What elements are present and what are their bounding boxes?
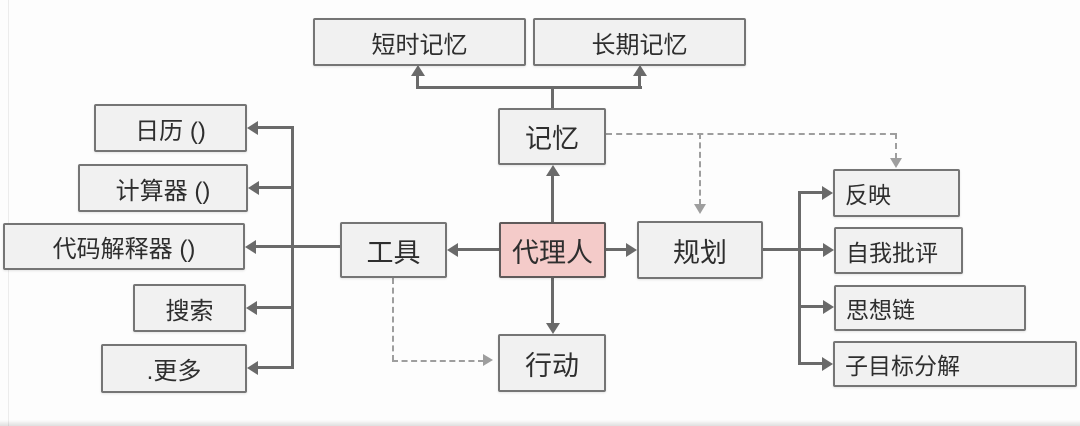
edge-memory-top-stub bbox=[551, 86, 554, 110]
arrowhead-memory bbox=[546, 165, 560, 176]
node-long-term-memory: 长期记忆 bbox=[533, 18, 746, 66]
edge-to-chain-of-thought bbox=[798, 305, 824, 308]
arrowhead-more bbox=[247, 361, 258, 375]
arrowhead-action bbox=[546, 323, 560, 334]
arrowhead-tools bbox=[447, 243, 458, 257]
arrowhead-reflection bbox=[822, 186, 833, 200]
edge-agent-planning bbox=[605, 248, 628, 251]
edge-tools-branch bbox=[293, 245, 340, 248]
dashed-memory-horizontal bbox=[606, 133, 896, 135]
node-self-criticism: 自我批评 bbox=[834, 227, 963, 274]
edge-agent-action bbox=[551, 278, 554, 324]
arrowhead-calendar bbox=[247, 121, 258, 135]
dashed-tools-horizontal bbox=[392, 360, 484, 362]
dashed-tools-vertical bbox=[392, 278, 394, 361]
node-planning: 规划 bbox=[637, 221, 763, 279]
edge-to-subgoal bbox=[798, 362, 823, 365]
dashed-arrowhead-planning bbox=[694, 204, 706, 214]
node-search: 搜索 bbox=[133, 284, 246, 332]
edge-agent-memory bbox=[551, 175, 554, 222]
node-reflection: 反映 bbox=[833, 169, 960, 217]
edge-to-calendar bbox=[256, 126, 293, 129]
node-action: 行动 bbox=[498, 334, 606, 392]
node-calendar: 日历 () bbox=[94, 104, 247, 152]
node-short-term-memory: 短时记忆 bbox=[313, 18, 526, 66]
edge-to-calculator bbox=[257, 186, 293, 189]
edge-agent-tools bbox=[456, 248, 499, 251]
arrowhead-long-term bbox=[633, 65, 647, 76]
edge-memory-top-branch bbox=[416, 86, 642, 89]
edge-to-code-interpreter bbox=[254, 245, 293, 248]
edge-to-reflection bbox=[798, 191, 823, 194]
arrowhead-self-criticism bbox=[823, 243, 834, 257]
edge-to-self-criticism bbox=[801, 248, 824, 251]
dashed-arrowhead-action bbox=[483, 354, 493, 366]
node-agent: 代理人 bbox=[499, 222, 606, 278]
node-code-interpreter: 代码解释器 () bbox=[3, 223, 245, 270]
arrowhead-code-interpreter bbox=[245, 240, 256, 254]
node-more: .更多 bbox=[101, 344, 247, 393]
edge-planning-branch bbox=[763, 248, 801, 251]
arrowhead-short-term bbox=[411, 65, 425, 76]
edge-to-long-term bbox=[638, 76, 641, 88]
dashed-to-reflection bbox=[895, 133, 897, 159]
node-subgoal-decomposition: 子目标分解 bbox=[833, 341, 1077, 387]
node-tools: 工具 bbox=[340, 222, 447, 278]
arrowhead-chain-of-thought bbox=[823, 300, 834, 314]
dashed-to-planning bbox=[699, 133, 701, 205]
dashed-arrowhead-reflection bbox=[890, 158, 902, 168]
arrowhead-search bbox=[246, 301, 257, 315]
edge-planning-spine bbox=[798, 191, 801, 365]
arrowhead-calculator bbox=[248, 181, 259, 195]
arrowhead-planning bbox=[626, 243, 637, 257]
node-calculator: 计算器 () bbox=[78, 164, 248, 212]
edge-to-more bbox=[256, 366, 293, 369]
edge-to-search bbox=[255, 306, 293, 309]
arrowhead-subgoal bbox=[822, 357, 833, 371]
photo-edge-left bbox=[8, 0, 9, 426]
node-memory: 记忆 bbox=[498, 108, 606, 165]
edge-to-short-term bbox=[416, 76, 419, 88]
photo-edge-bottom bbox=[0, 420, 1080, 426]
node-chain-of-thought: 思想链 bbox=[834, 285, 1026, 331]
